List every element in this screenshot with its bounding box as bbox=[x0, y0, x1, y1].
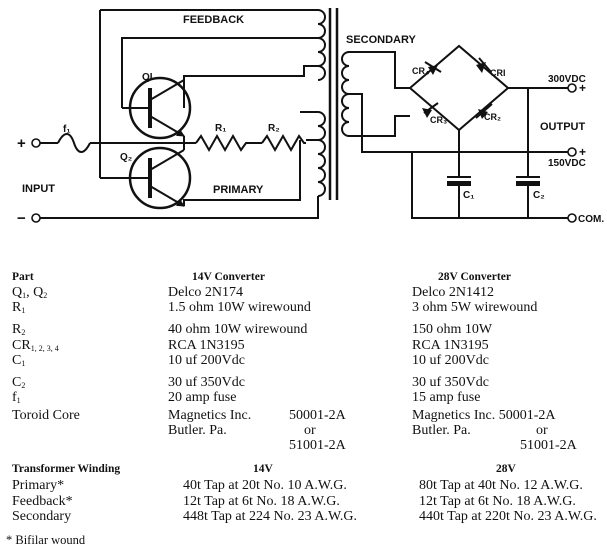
part-cell: C1 bbox=[12, 353, 26, 368]
r2-label: R₂ bbox=[268, 123, 280, 134]
v28-cell: 30 uf 350Vdc bbox=[412, 375, 489, 390]
input-minus-label: − bbox=[17, 210, 26, 227]
v28-cell: RCA 1N3195 bbox=[412, 338, 489, 353]
resistors bbox=[183, 80, 306, 153]
winding-v28-cell: 12t Tap at 6t No. 18 A.W.G. bbox=[419, 494, 576, 509]
part-cell: f1 bbox=[12, 390, 21, 405]
toroid-v28-name: Magnetics Inc. 50001-2A bbox=[412, 408, 556, 423]
out-150v-plus: + bbox=[579, 145, 586, 159]
v14-cell: 30 uf 350Vdc bbox=[168, 375, 245, 390]
v28-cell: 150 ohm 10W bbox=[412, 322, 493, 337]
v14-cell: 10 uf 200Vdc bbox=[168, 353, 245, 368]
primary-winding bbox=[300, 111, 326, 200]
winding-part-cell: Secondary bbox=[12, 509, 72, 524]
toroid-v14-name: Magnetics Inc. bbox=[168, 408, 252, 423]
toroid-v14-city: Butler. Pa. bbox=[168, 423, 227, 438]
output-terminals bbox=[567, 83, 577, 223]
toroid-v14-num1: 50001-2A bbox=[289, 408, 346, 423]
v28-cell: 10 uf 200Vdc bbox=[412, 353, 489, 368]
v28-cell: 15 amp fuse bbox=[412, 390, 481, 405]
cr4-label: CR₄ bbox=[412, 66, 429, 76]
toroid-part: Toroid Core bbox=[12, 408, 80, 423]
primary-label: PRIMARY bbox=[213, 184, 264, 196]
transistor-q1 bbox=[121, 68, 192, 140]
v14-cell: Delco 2N174 bbox=[168, 285, 244, 300]
v28-header: 28V Converter bbox=[438, 271, 511, 283]
q1-label: QI bbox=[142, 72, 153, 83]
winding-v14-cell: 40t Tap at 20t No. 10 A.W.G. bbox=[183, 478, 347, 493]
part-header: Part bbox=[12, 271, 34, 283]
toroid-v14-or: or bbox=[304, 423, 316, 438]
v28-cell: Delco 2N1412 bbox=[412, 285, 495, 300]
winding-v28-cell: 440t Tap at 220t No. 23 A.W.G. bbox=[419, 509, 597, 524]
c1-label: C₁ bbox=[463, 190, 474, 201]
com-label: COM. bbox=[578, 214, 604, 225]
part-cell: R2 bbox=[12, 322, 26, 337]
toroid-v28-city: Butler. Pa. bbox=[412, 423, 471, 438]
toroid-v28-or: or bbox=[536, 423, 548, 438]
cr3-label: CR₃ bbox=[430, 115, 447, 125]
winding-v14-cell: 448t Tap at 224 No. 23 A.W.G. bbox=[183, 509, 358, 524]
part-cell: Q1, Q2 bbox=[12, 285, 48, 300]
v28-cell: 3 ohm 5W wirewound bbox=[412, 300, 538, 315]
output-label: OUTPUT bbox=[540, 121, 586, 133]
winding-part-cell: Feedback* bbox=[12, 494, 73, 509]
part-cell: C2 bbox=[12, 375, 26, 390]
q2-label: Q₂ bbox=[120, 152, 132, 163]
winding-header-v14: 14V bbox=[253, 463, 273, 475]
feedback-label: FEEDBACK bbox=[183, 14, 244, 26]
winding-v28-cell: 80t Tap at 40t No. 12 A.W.G. bbox=[419, 478, 583, 493]
bridge-rectifier bbox=[408, 44, 568, 152]
feedback-winding bbox=[99, 9, 326, 112]
output-capacitors bbox=[411, 88, 568, 219]
r1-label: R₁ bbox=[215, 123, 226, 134]
secondary-label: SECONDARY bbox=[346, 34, 417, 46]
input-wiring bbox=[31, 112, 319, 223]
fuse-label: f₁ bbox=[63, 124, 70, 135]
v14-cell: 1.5 ohm 10W wirewound bbox=[168, 300, 311, 315]
c2-label: C₂ bbox=[533, 190, 545, 201]
input-plus-label: + bbox=[17, 135, 26, 152]
winding-header-v28: 28V bbox=[496, 463, 516, 475]
out-150v-label: 150VDC bbox=[548, 158, 586, 169]
winding-header-part: Transformer Winding bbox=[12, 463, 121, 475]
input-label: INPUT bbox=[22, 183, 55, 195]
winding-part-cell: Primary* bbox=[12, 478, 65, 493]
toroid-v28-num2: 51001-2A bbox=[520, 438, 577, 453]
secondary-winding bbox=[341, 51, 568, 153]
out-300v-label: 300VDC bbox=[548, 74, 586, 85]
part-cell: R1 bbox=[12, 300, 26, 315]
transistor-q2 bbox=[100, 146, 192, 210]
cr1-label: CRI bbox=[490, 68, 506, 78]
cr2-label: CR₂ bbox=[484, 112, 501, 122]
winding-v14-cell: 12t Tap at 6t No. 18 A.W.G. bbox=[183, 494, 340, 509]
part-cell: CR1, 2, 3, 4 bbox=[12, 338, 59, 353]
transformer-core bbox=[328, 8, 339, 200]
v14-cell: RCA 1N3195 bbox=[168, 338, 245, 353]
v14-cell: 40 ohm 10W wirewound bbox=[168, 322, 308, 337]
toroid-v14-num2: 51001-2A bbox=[289, 438, 346, 453]
v14-header: 14V Converter bbox=[192, 271, 265, 283]
converter-schematic: FEEDBACK SECONDARY INPUT PRIMARY OUTPUT … bbox=[17, 8, 604, 227]
v14-cell: 20 amp fuse bbox=[168, 390, 237, 405]
footnote: * Bifilar wound bbox=[6, 533, 86, 547]
out-300v-plus: + bbox=[579, 81, 586, 95]
